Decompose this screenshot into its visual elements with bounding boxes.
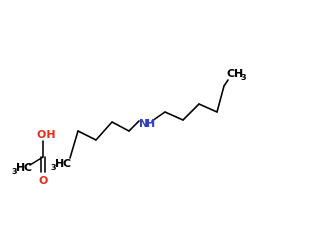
nitrogen-atom-label: N [139,117,148,130]
upper-methyl-c: C [227,67,235,80]
bond-c4-c5 [216,85,225,113]
lower-methyl-c: C [63,157,71,170]
amine-hydrogen-label: H [146,117,155,130]
bond-c1-c2 [164,111,184,121]
bond-c2-c3 [182,103,200,121]
bond-c4b-c5b [69,130,79,159]
acid-methyl: C H 3 [12,161,32,176]
bond-n-c1 [151,111,166,122]
amine-nh-label: N H [139,117,155,130]
acid-methyl-c: C [24,161,32,174]
lower-hexyl-chain [69,120,140,159]
carbonyl-oxygen-label: O [39,174,48,187]
upper-methyl-h: H [234,67,243,80]
bond-c3b-c4b [77,130,97,141]
lower-methyl-h: H [55,157,64,170]
upper-terminal-methyl: C H 3 [227,67,247,82]
bond-c1b-c2b [111,121,130,132]
bond-c3-c4 [198,103,218,113]
acetic-acid [29,140,46,173]
chemical-structure-diagram: N H OH O C H 3 C H 3 C H 3 [12,67,247,187]
lower-terminal-methyl: C H 3 [51,157,71,172]
hydroxyl-oxygen-label: OH [37,128,56,141]
bond-n-c1b [128,120,140,132]
bond-c5-c6 [223,79,229,87]
acid-methyl-subscript: 3 [12,167,18,176]
upper-hexyl-chain [151,79,229,122]
bond-c2b-c3b [95,121,113,141]
acid-methyl-h: H [16,161,25,174]
upper-methyl-subscript: 3 [241,73,247,82]
lower-methyl-subscript: 3 [51,163,57,172]
